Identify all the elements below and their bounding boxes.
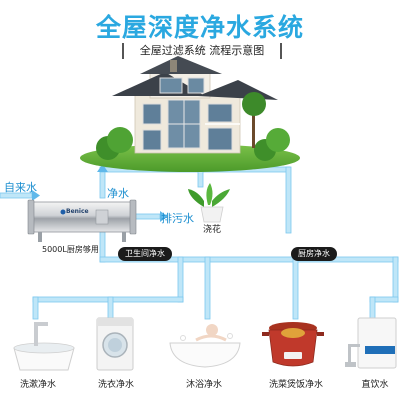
kitchen-badge: 厨房净水 bbox=[291, 247, 337, 261]
filter-unit bbox=[27, 199, 137, 242]
bathroom-badge: 卫生间净水 bbox=[118, 247, 172, 261]
pipe-kitchen-2 bbox=[369, 296, 376, 320]
arrow-up bbox=[97, 164, 108, 172]
drain-label: 排污水 bbox=[161, 212, 194, 225]
sink-illustration bbox=[13, 322, 75, 371]
garden-label: 浇花 bbox=[203, 225, 222, 235]
roof-top bbox=[140, 56, 222, 74]
page-subtitle: 全屋过滤系统 流程示意图 bbox=[122, 43, 282, 59]
arrow-inlet bbox=[32, 190, 40, 201]
bathtub-illustration bbox=[169, 324, 241, 368]
purified-label: 净水 bbox=[107, 187, 129, 200]
pipe-riser-left bbox=[99, 169, 106, 199]
cooker-illustration bbox=[262, 322, 324, 367]
appliance-label-kitchen: 洗菜煲饭净水 bbox=[268, 380, 323, 390]
pipe-bath-3 bbox=[204, 256, 211, 320]
pipe-riser-right bbox=[285, 166, 292, 234]
inlet-label: 自来水 bbox=[4, 181, 37, 194]
appliance-label-sink: 洗漱净水 bbox=[19, 380, 56, 390]
flow-arrows bbox=[32, 164, 168, 222]
house-illustration bbox=[80, 56, 300, 172]
pipe-network bbox=[0, 166, 399, 320]
pipe-kitchen-1 bbox=[292, 256, 299, 320]
arrow-drain bbox=[160, 211, 168, 222]
filter-brand-logo: Benice bbox=[66, 208, 89, 215]
appliance-label-bath: 沐浴净水 bbox=[185, 380, 222, 390]
purifier-illustration bbox=[345, 317, 397, 369]
appliance-label-washer: 洗衣净水 bbox=[97, 380, 134, 390]
filter-capacity-label: 5000L厨房够用 bbox=[42, 245, 99, 254]
pipe-bath-1 bbox=[32, 296, 39, 320]
pipe-bath-drop bbox=[177, 256, 184, 303]
appliance-label-drinking: 直饮水 bbox=[361, 380, 389, 390]
pipe-main-end bbox=[392, 256, 399, 303]
page-title: 全屋深度净水系统 bbox=[95, 13, 304, 42]
washer-illustration bbox=[96, 317, 134, 371]
tree bbox=[242, 92, 266, 116]
potted-plant bbox=[188, 183, 230, 223]
pipe-bath-2 bbox=[107, 296, 114, 320]
